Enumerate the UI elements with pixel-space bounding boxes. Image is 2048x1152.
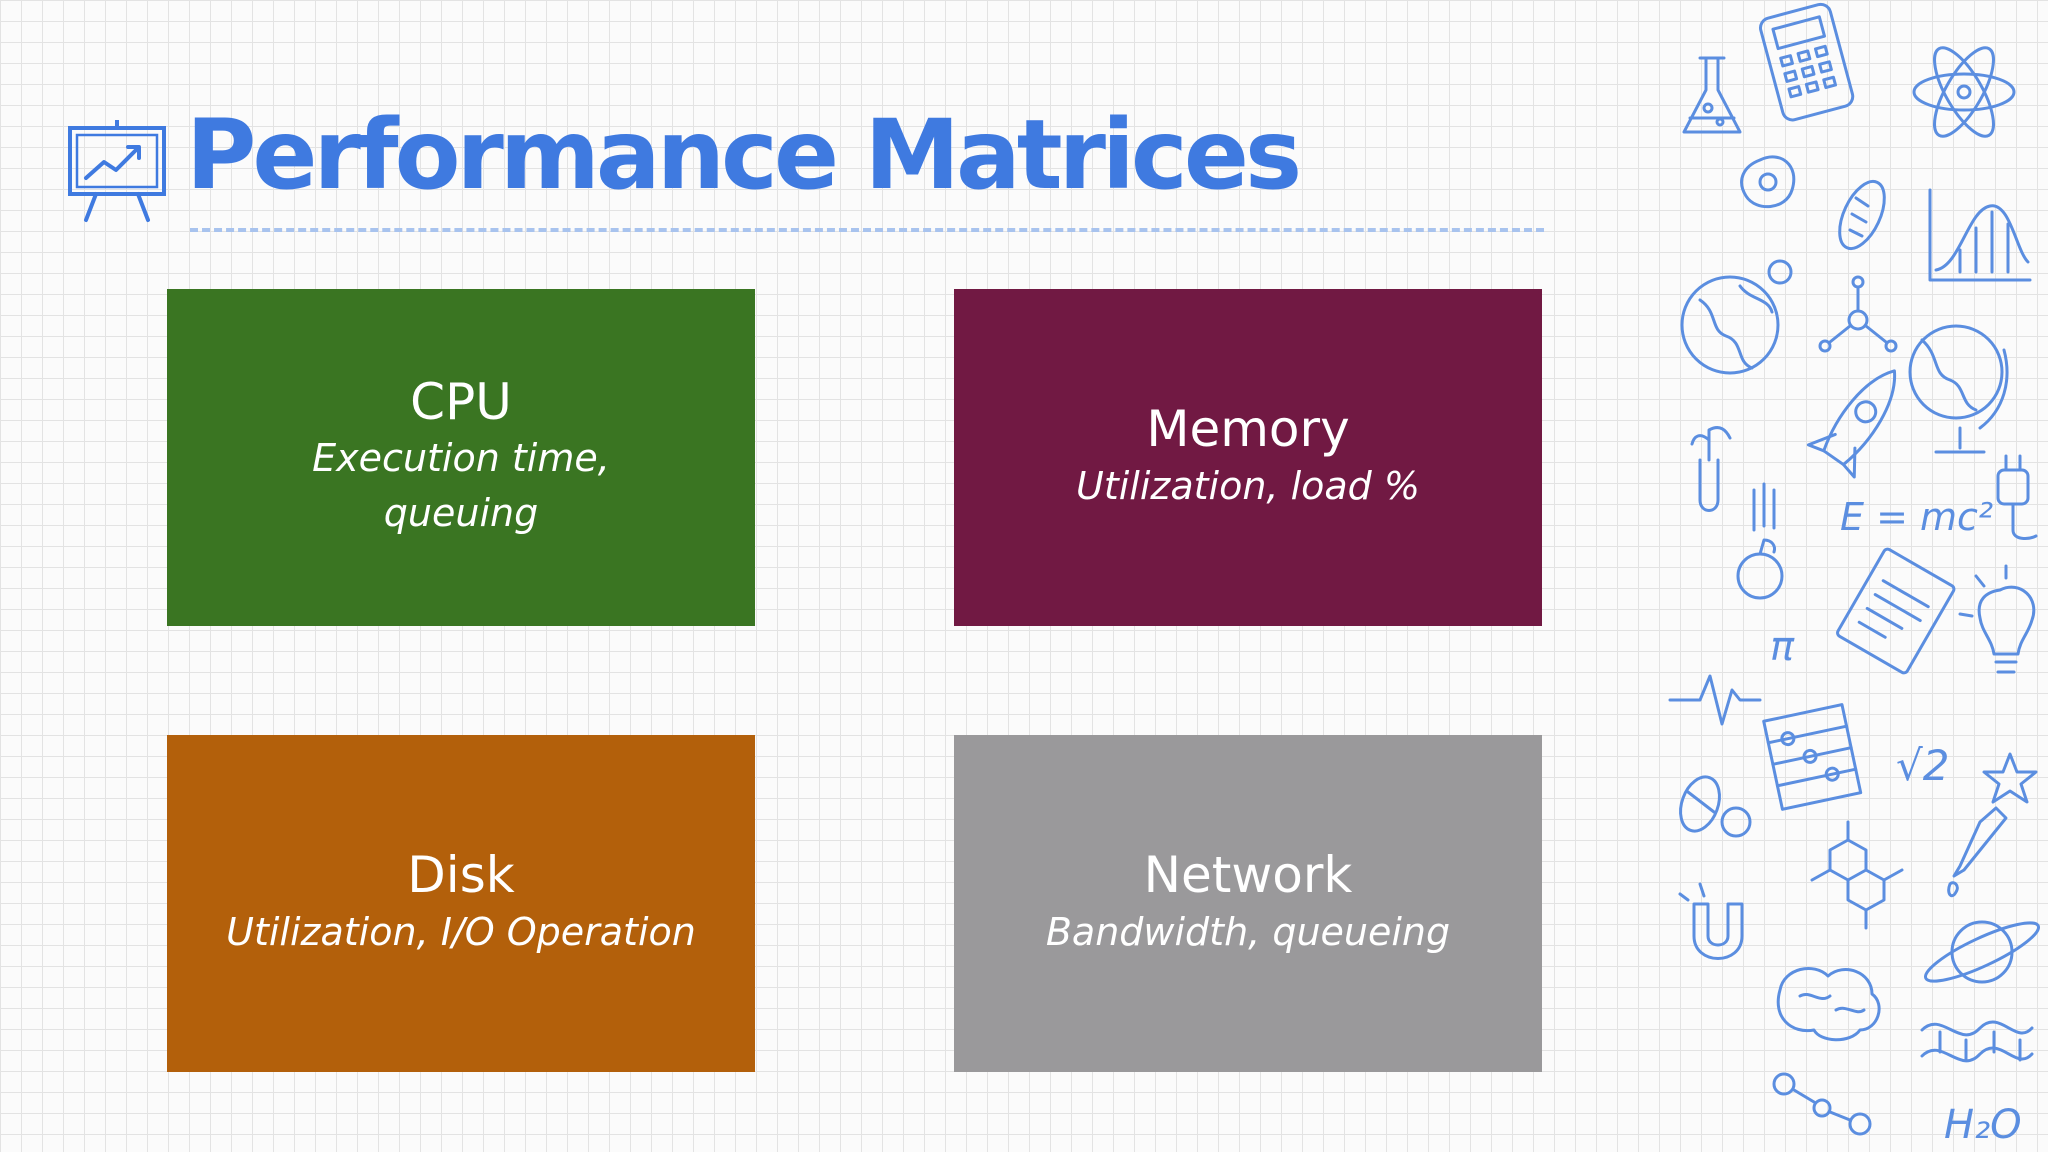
rocket-icon xyxy=(1806,369,1896,479)
pills-icon xyxy=(1679,775,1752,838)
hexagon-molecule-icon xyxy=(1810,820,1904,930)
memory-card-subtitle: Utilization, load % xyxy=(1076,463,1420,508)
presentation-chart-icon xyxy=(68,120,166,222)
memory-card: Memory Utilization, load % xyxy=(954,289,1542,626)
cpu-card: CPU Execution time, queuing xyxy=(167,289,755,626)
network-card-subtitle: Bandwidth, queueing xyxy=(1045,909,1451,954)
heartbeat-icon xyxy=(1668,674,1762,726)
brain-icon xyxy=(1776,967,1881,1042)
water-formula-text: H₂O xyxy=(1944,1102,2022,1148)
science-doodles: E = mc² π xyxy=(1668,2,2041,1148)
cpu-card-subtitle: Execution time, queuing xyxy=(312,436,610,536)
graph-icon xyxy=(1928,188,2032,282)
equation-text: E = mc² xyxy=(1840,495,1993,539)
network-card: Network Bandwidth, queueing xyxy=(954,735,1542,1072)
pipette-icon xyxy=(1947,806,2008,898)
disk-card-title: Disk xyxy=(407,846,515,905)
disk-card-subtitle: Utilization, I/O Operation xyxy=(226,909,696,954)
pi-text: π xyxy=(1770,624,1795,670)
plug-icon xyxy=(1996,454,2038,540)
title-divider xyxy=(190,228,1544,232)
slide-title: Performance Matrices xyxy=(186,99,1302,211)
test-tube-icon xyxy=(1690,426,1732,512)
globe-icon xyxy=(1680,259,1793,375)
sqrt-text: √2 xyxy=(1896,741,1949,790)
book-icon xyxy=(1836,547,1956,675)
apple-icon xyxy=(1736,482,1784,600)
light-bulb-icon xyxy=(1958,564,2036,674)
molecule-bottom-icon xyxy=(1772,1072,1872,1136)
desk-globe-icon xyxy=(1908,324,2009,454)
planet-icon xyxy=(1923,920,2041,984)
dna-icon xyxy=(1920,1020,2034,1063)
cpu-card-title: CPU xyxy=(410,372,512,431)
memory-card-title: Memory xyxy=(1146,400,1350,459)
disk-card: Disk Utilization, I/O Operation xyxy=(167,735,755,1072)
abacus-icon xyxy=(1762,703,1863,811)
calculator-icon xyxy=(1758,2,1855,122)
bacteria-icon xyxy=(1740,155,1886,251)
network-card-title: Network xyxy=(1143,846,1353,905)
magnet-icon xyxy=(1678,882,1744,960)
star-icon xyxy=(1982,752,2038,804)
flask-icon xyxy=(1682,56,1742,134)
atom-icon xyxy=(1912,46,2016,138)
molecule-icon xyxy=(1818,275,1898,353)
